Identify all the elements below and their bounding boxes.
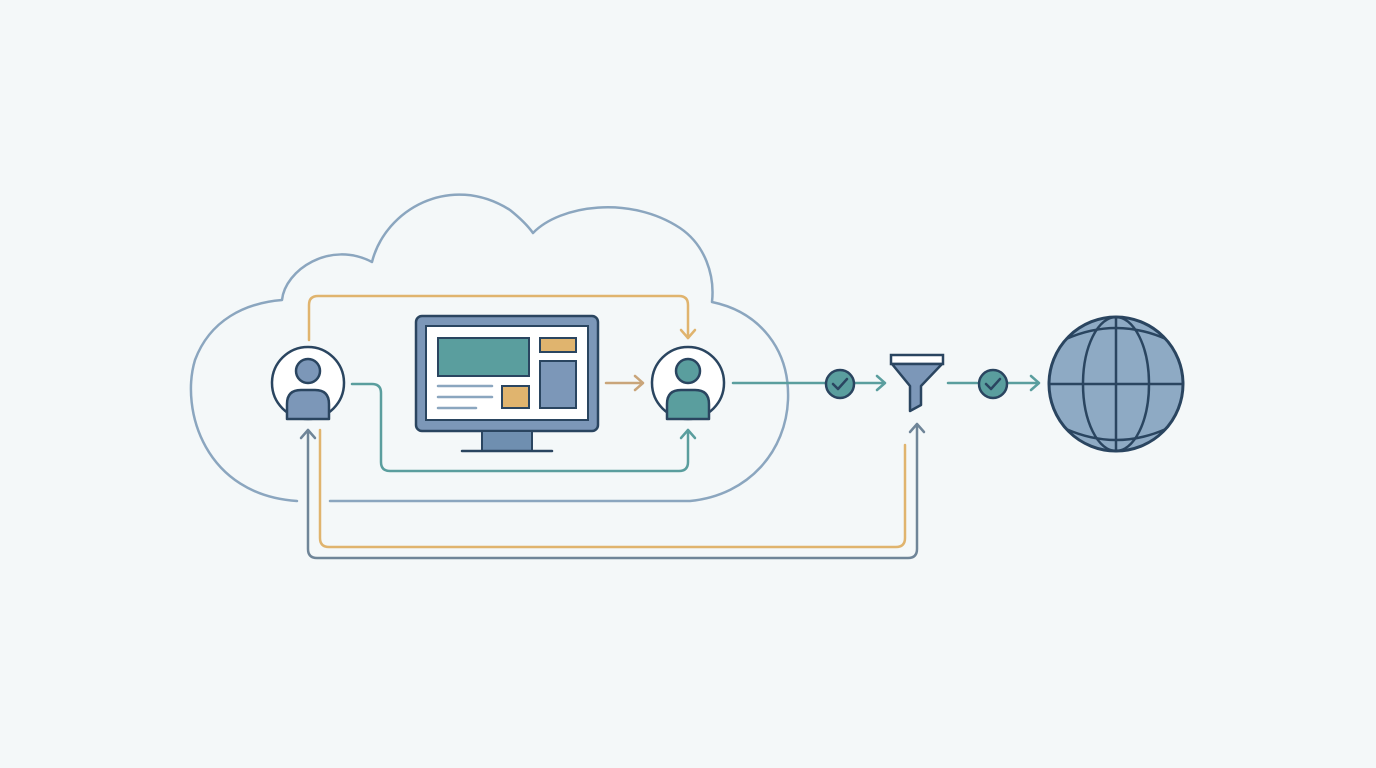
source-user-icon[interactable] — [270, 345, 346, 421]
arrowhead-user-to-filter — [875, 374, 887, 392]
arrowhead-gray-to-user — [299, 428, 317, 440]
globe-icon[interactable] — [1047, 315, 1185, 453]
connector-amber-bottom — [318, 428, 907, 549]
connector-teal-under — [350, 382, 690, 473]
arrowhead-dashboard-to-user — [633, 374, 645, 392]
check-circle-icon — [824, 368, 856, 400]
cloud-icon — [189, 193, 790, 503]
arrowhead-gray-to-filter — [908, 422, 926, 434]
arrowhead-teal-under — [679, 428, 697, 440]
arrowhead-filter-to-globe — [1029, 374, 1041, 392]
connector-gray-bottom — [306, 423, 919, 560]
connector-amber-top — [307, 294, 690, 342]
arrowhead-amber-top — [679, 328, 697, 340]
monitor-dashboard-icon[interactable] — [414, 314, 600, 453]
check-circle-icon — [977, 368, 1009, 400]
funnel-icon[interactable] — [889, 353, 945, 413]
target-user-icon[interactable] — [650, 345, 726, 421]
